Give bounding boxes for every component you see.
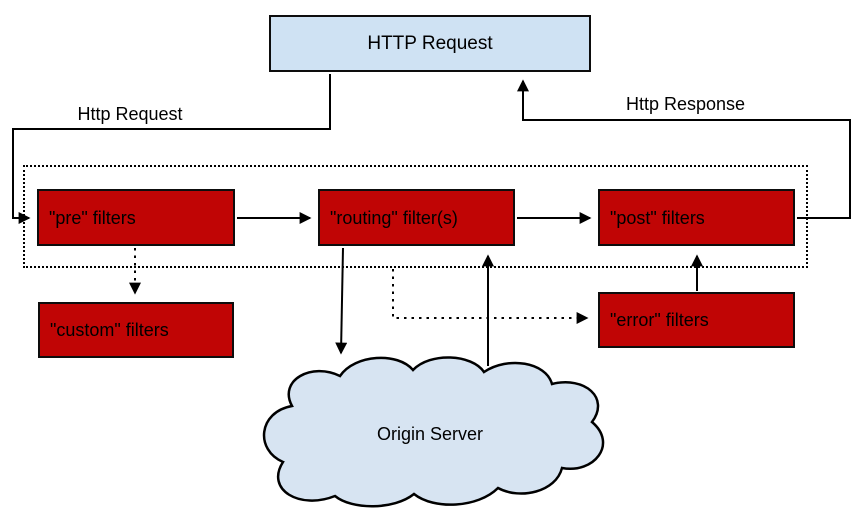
http-request-label: HTTP Request	[367, 33, 493, 54]
arrow-routing-to-origin	[335, 247, 348, 355]
post-filters-label: "post" filters	[610, 207, 705, 228]
post-filters-box: "post" filters	[598, 189, 795, 246]
error-filters-label: "error" filters	[610, 310, 709, 330]
http-response-edge-label: Http Response	[625, 94, 746, 114]
http-request-box: HTTP Request	[269, 15, 591, 72]
origin-server-cloud	[262, 356, 605, 508]
error-filters-box: "error" filters	[598, 292, 795, 348]
custom-filters-box: "custom" filters	[38, 302, 234, 358]
pre-filters-label: "pre" filters	[49, 207, 136, 228]
http-request-edge-label: Http Request	[77, 104, 183, 124]
arrow-http-request-to-pre	[12, 74, 331, 224]
custom-filters-label: "custom" filters	[50, 320, 169, 340]
dotted-arrow-chain-to-error	[392, 269, 589, 324]
arrow-post-to-http-response	[517, 79, 851, 219]
pre-filters-box: "pre" filters	[37, 189, 235, 246]
origin-server-label: Origin Server	[376, 424, 484, 444]
routing-filters-label: "routing" filter(s)	[330, 207, 458, 228]
routing-filters-box: "routing" filter(s)	[318, 189, 515, 246]
